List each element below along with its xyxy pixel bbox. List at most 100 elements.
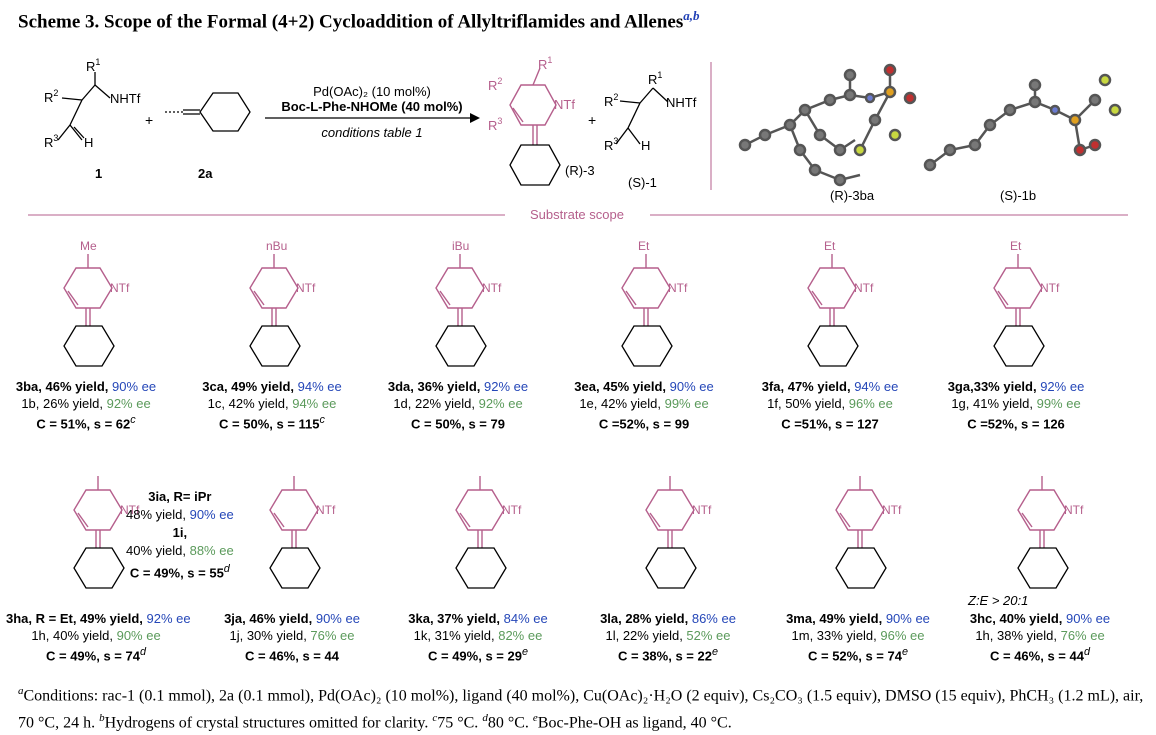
ntf-label: NTf	[120, 503, 140, 517]
caption-ee: 90% ee	[885, 611, 930, 626]
ntf-label: NTf	[1064, 503, 1084, 517]
substituent-label: Et	[1010, 239, 1022, 253]
caption-3ia-line5: C = 49%, s = 55	[129, 565, 224, 581]
product-structure-row2-3: NTf	[645, 476, 712, 589]
caption-recovered: 1h, 38% yield,	[975, 628, 1061, 643]
caption-yield: 3ka, 37% yield,	[408, 611, 504, 626]
recovered-1-structure	[615, 87, 669, 145]
caption-recovered-ee: 76% ee	[1060, 628, 1105, 643]
caption-selectivity: C =52%, s = 126	[967, 416, 1065, 432]
scheme-title-text: Scheme 3. Scope of the Formal (4+2) Cycl…	[18, 11, 684, 33]
reagent-1-structure	[57, 72, 111, 141]
caption-recovered-ee: 82% ee	[498, 628, 543, 643]
product-r3-label: R3	[488, 116, 502, 133]
caption-yield: 3da, 36% yield,	[387, 379, 484, 394]
caption-3ia-line4: 40% yield,	[126, 543, 190, 558]
footnote-e: Boc-Phe-OH as ligand, 40 °C.	[537, 714, 732, 732]
caption-selectivity: C = 52%, s = 74	[808, 648, 902, 664]
recovered-label: (S)-1	[628, 175, 657, 190]
caption-recovered-ee: 94% ee	[292, 396, 337, 411]
crystal-structure-3ba	[738, 63, 917, 187]
ntf-label: NTf	[692, 503, 712, 517]
caption-3ia-line2: 48% yield,	[126, 507, 190, 522]
caption-recovered-ee: 52% ee	[686, 628, 731, 643]
caption-ee: 94% ee	[297, 379, 342, 394]
substituent-label: Me	[80, 239, 97, 253]
caption-yield: 3ea, 45% yield,	[574, 379, 670, 394]
caption-selectivity: C =52%, s = 99	[598, 416, 690, 432]
caption-yield: 3la, 28% yield,	[600, 611, 692, 626]
ntf-label: NTf	[482, 281, 502, 295]
caption-3ia-line3: 1i,	[172, 525, 188, 540]
caption-recovered: 1m, 33% yield,	[791, 628, 881, 643]
caption-yield: 3ca, 49% yield,	[202, 379, 298, 394]
product-structure-row2-2: NTf	[455, 476, 522, 589]
crystal-3ba-label: (R)-3ba	[830, 188, 875, 203]
caption-yield: 3ha, R = Et, 49% yield,	[6, 611, 147, 626]
ze-ratio-label: Z:E > 20:1	[968, 593, 1029, 608]
caption-yield: 3hc, 40% yield,	[969, 611, 1066, 626]
product-3-structure	[509, 67, 561, 186]
caption-recovered: 1d, 22% yield,	[393, 396, 479, 411]
product-structure-row2-1: NTf	[269, 476, 336, 589]
caption-recovered: 1b, 26% yield,	[21, 396, 107, 411]
product-label: (R)-3	[565, 163, 595, 178]
caption-recovered: 1h, 40% yield,	[31, 628, 117, 643]
substituent-label: nBu	[266, 239, 287, 253]
caption-yield: 3ga,33% yield,	[947, 379, 1041, 394]
caption-ee: 90% ee	[112, 379, 157, 394]
product-structure-row2-5: NTf	[1017, 476, 1084, 589]
reagent-2a-label: 2a	[198, 166, 213, 181]
substituent-label: iBu	[452, 239, 469, 253]
caption-ee: 84% ee	[503, 611, 548, 626]
condition-note: conditions table 1	[321, 125, 422, 140]
r3-label: R3	[44, 133, 58, 150]
caption-note: c	[130, 414, 136, 426]
caption-selectivity: C = 49%, s = 74	[46, 648, 140, 664]
caption-recovered-ee: 90% ee	[116, 628, 161, 643]
caption-recovered: 1c, 42% yield,	[207, 396, 293, 411]
caption-selectivity: C =51%, s = 127	[781, 416, 879, 432]
scheme-drawing: R1 NHTf R2 R3 H 1 + 2a Pd(OAc)₂ (10 mol%…	[28, 55, 1128, 589]
scheme-title: Scheme 3. Scope of the Formal (4+2) Cycl…	[18, 8, 699, 33]
caption-note: d	[139, 646, 146, 658]
product-r2-label: R2	[488, 76, 502, 93]
reaction-arrow	[265, 113, 480, 123]
ntf-label: NTf	[882, 503, 902, 517]
caption-3ia-note: d	[223, 563, 230, 575]
caption-recovered: 1j, 30% yield,	[229, 628, 311, 643]
plus-sign-1: +	[145, 112, 153, 128]
caption-ee: 86% ee	[691, 611, 736, 626]
section-label: Substrate scope	[530, 207, 624, 222]
scheme-title-sup: a,b	[683, 8, 700, 23]
h-label: H	[84, 135, 93, 150]
nhtf-label: NHTf	[110, 91, 141, 106]
ntf-label: NTf	[1040, 281, 1060, 295]
caption-selectivity: C = 49%, s = 29	[428, 648, 522, 664]
crystal-1b-label: (S)-1b	[1000, 188, 1036, 203]
caption-selectivity: C = 50%, s = 79	[411, 416, 505, 432]
ntf-label: NTf	[668, 281, 688, 295]
footnote-b: Hydrogens of crystal structures omitted …	[104, 714, 429, 732]
caption-note: e	[711, 646, 718, 658]
caption-recovered-ee: 99% ee	[1036, 396, 1081, 411]
caption-3ia-ee2: 88% ee	[189, 543, 234, 558]
product-structure-row2-0: NTf	[73, 476, 140, 589]
caption-selectivity: C = 46%, s = 44	[990, 648, 1084, 664]
plus-sign-2: +	[588, 112, 596, 128]
caption-note: c	[319, 414, 325, 426]
r2-label: R2	[44, 88, 58, 105]
caption-3ia-ee: 90% ee	[189, 507, 234, 522]
